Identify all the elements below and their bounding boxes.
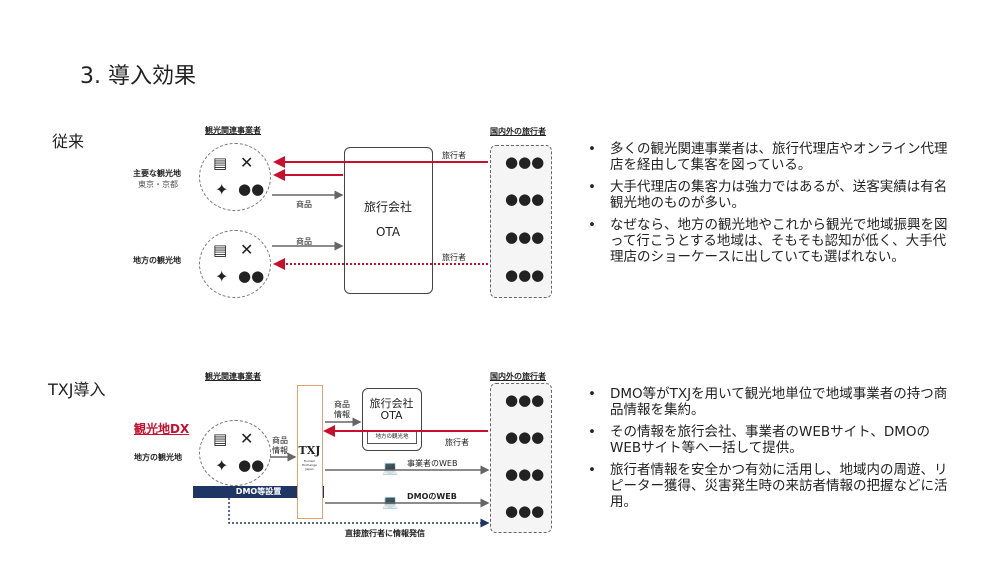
canoe-icon: ✦ — [215, 180, 229, 199]
people-icon: ●●● — [505, 228, 545, 246]
before-arrow-product-label: 商品 — [296, 200, 312, 209]
before-major-area-label: 主要な観光地 — [133, 169, 181, 178]
dx-label: 観光地DX — [134, 422, 190, 436]
after-travelers-box: ●●● ●●● ●●● ●●● — [490, 383, 552, 533]
people-icon: ●●● — [505, 391, 545, 409]
before-major-operators-circle: ▤ ✕ ✦ ●● — [199, 143, 271, 211]
after-ota-name: 旅行会社 — [369, 397, 414, 410]
after-bullets: DMO等がTXJを用いて観光地単位で地域事業者の持つ商品情報を集約。 その情報を… — [586, 386, 958, 516]
before-section-label: 従来 — [52, 132, 85, 151]
before-operators-header: 観光関連事業者 — [205, 126, 261, 135]
fork-knife-icon: ✕ — [240, 240, 254, 259]
bed-icon: ▤ — [213, 154, 228, 172]
before-arrow-product-label: 商品 — [296, 237, 312, 246]
after-ota-box: 旅行会社 OTA 地方の観光地 — [362, 388, 422, 451]
people-icon: ●●● — [505, 428, 545, 446]
txj-subtitle: Tourism Exchange Japan — [302, 459, 317, 471]
dmo-web-label: DMOのWEB — [407, 492, 457, 501]
canoe-icon: ✦ — [215, 456, 229, 475]
before-travelers-header: 国内外の旅行者 — [490, 127, 546, 136]
after-travelers-header: 国内外の旅行者 — [490, 372, 546, 381]
cherry-icon: ●● — [238, 456, 265, 474]
after-section-label: TXJ導入 — [48, 380, 106, 399]
product-info-label: 商品 情報 — [334, 400, 350, 419]
bullet-item: 旅行者情報を安全かつ有効に活用し、地域内の周遊、リピーター獲得、災害発生時の来訪… — [586, 462, 958, 510]
before-ota-box: 旅行会社 OTA — [344, 147, 433, 294]
cherry-icon: ●● — [238, 267, 265, 285]
people-icon: ●●● — [505, 153, 545, 171]
product-info-label: 商品 情報 — [272, 436, 288, 455]
dmo-bar: DMO等設置 — [193, 486, 324, 498]
direct-info-label: 直接旅行者に情報発信 — [345, 529, 425, 538]
bullet-item: その情報を旅行会社、事業者のWEBサイト、DMOのWEBサイト等へ一括して提供。 — [586, 424, 958, 456]
after-operators-header: 観光関連事業者 — [205, 372, 261, 381]
bed-icon: ▤ — [213, 430, 228, 448]
bullet-item: 多くの観光関連事業者は、旅行代理店やオンライン代理店を経由して集客を図っている。 — [586, 141, 958, 173]
page-title: 3. 導入効果 — [80, 64, 196, 89]
fork-knife-icon: ✕ — [240, 429, 254, 448]
before-major-area-sub: 東京・京都 — [138, 180, 178, 189]
cherry-icon: ●● — [238, 180, 265, 198]
people-icon: ●●● — [505, 190, 545, 208]
before-local-operators-circle: ▤ ✕ ✦ ●● — [199, 230, 271, 298]
bullet-item: DMO等がTXJを用いて観光地単位で地域事業者の持つ商品情報を集約。 — [586, 386, 958, 418]
before-arrow-traveler-label: 旅行者 — [442, 151, 466, 160]
txj-logo: TXJ — [298, 444, 321, 457]
before-local-area-label: 地方の観光地 — [133, 256, 181, 265]
before-ota-abbr: OTA — [375, 225, 401, 239]
after-operators-circle: ▤ ✕ ✦ ●● — [199, 420, 271, 486]
after-local-area-label: 地方の観光地 — [134, 453, 182, 462]
bullet-item: なぜなら、地方の観光地やこれから観光で地域振興を図って行こうとする地域は、そもそ… — [586, 217, 958, 265]
txj-column: TXJ Tourism Exchange Japan — [297, 385, 323, 519]
after-traveler-arrow-label: 旅行者 — [445, 438, 469, 447]
people-icon: ●●● — [505, 266, 545, 284]
laptop-icon: 💻 — [382, 461, 399, 476]
people-icon: ●●● — [505, 465, 545, 483]
bullet-item: 大手代理店の集客力は強力ではあるが、送客実績は有名観光地のものが多い。 — [586, 179, 958, 211]
before-ota-name: 旅行会社 — [363, 200, 412, 214]
operator-web-label: 事業者のWEB — [407, 459, 458, 468]
before-travelers-box: ●●● ●●● ●●● ●●● — [490, 145, 552, 298]
direct-info-arrow — [228, 498, 490, 528]
fork-knife-icon: ✕ — [240, 153, 254, 172]
before-bullets: 多くの観光関連事業者は、旅行代理店やオンライン代理店を経由して集客を図っている。… — [586, 141, 958, 271]
before-arrow-traveler-label: 旅行者 — [442, 253, 466, 262]
bed-icon: ▤ — [213, 241, 228, 259]
canoe-icon: ✦ — [215, 267, 229, 286]
after-ota-abbr: OTA — [380, 409, 403, 422]
people-icon: ●●● — [505, 502, 545, 520]
dmo-bar-label: DMO等設置 — [235, 487, 282, 496]
